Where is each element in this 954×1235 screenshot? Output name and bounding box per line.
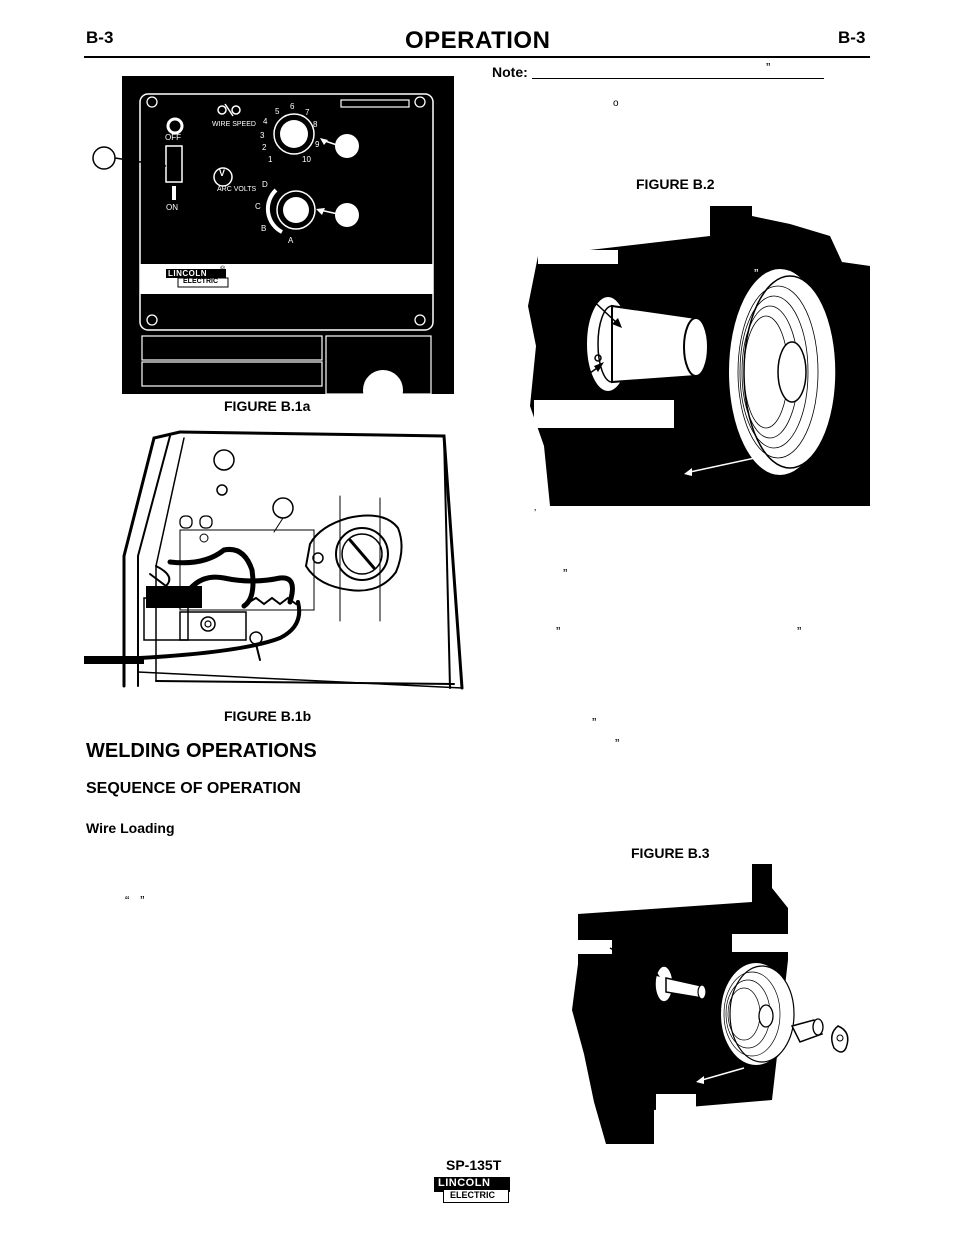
footer-brand-lincoln: LINCOLN [438,1177,491,1189]
wire-speed-label: WIRE SPEED [212,121,256,128]
header-rule [84,56,870,58]
note-degree-mark: o [613,98,619,109]
arc-volts-label: ARC VOLTS [217,186,257,193]
footer-model: SP-135T [446,1157,502,1173]
stray-mark-4: ” [556,624,561,639]
wire-loading-quote-pair: “ ” [125,893,145,908]
stray-mark-6: ” [592,715,597,730]
stray-mark-5: ” [797,624,802,639]
figure-b3-spool-assembly [568,864,849,1144]
wire-speed-tick-1: 1 [268,155,273,164]
stray-mark-3: ” [563,566,568,581]
arc-volts-tick-c: C [255,202,261,211]
wire-speed-tick-10: 10 [302,155,311,164]
figure-b1a-caption: FIGURE B.1a [224,398,311,414]
footer-brand-registered: ® [503,1176,509,1185]
wire-speed-tick-8: 8 [313,120,318,129]
arc-volts-tick-a: A [288,236,294,245]
arc-volts-tick-b: B [261,224,267,233]
wire-speed-tick-5: 5 [275,107,280,116]
figure-b3-caption: FIGURE B.3 [631,845,710,861]
page-title: OPERATION [405,27,551,54]
wire-speed-tick-4: 4 [263,117,268,126]
panel-brand-lincoln: LINCOLN [168,269,208,278]
switch-on-label: ON [166,203,178,212]
wire-speed-tick-7: 7 [305,108,310,117]
note-underline [532,78,824,79]
footer-brand-logo: LINCOLN ELECTRIC ® [434,1176,510,1203]
panel-brand-electric: ELECTRIC [183,278,218,285]
footer-brand-electric: ELECTRIC [450,1190,495,1200]
page-code-left: B-3 [86,28,114,47]
panel-brand-registered: ® [220,266,226,273]
switch-off-label: OFF [165,133,181,142]
figure-b1b-caption: FIGURE B.1b [224,708,312,724]
volt-symbol: V [219,168,226,178]
figure-b1b-wire-drive [84,430,464,690]
wire-speed-tick-6: 6 [290,102,295,111]
wire-speed-tick-2: 2 [262,143,267,152]
heading-welding-operations: WELDING OPERATIONS [86,740,317,762]
wire-speed-tick-3: 3 [260,131,265,140]
heading-sequence-of-operation: SEQUENCE OF OPERATION [86,780,301,797]
figure-b2-caption: FIGURE B.2 [636,176,715,192]
figure-b1a-control-panel [92,76,454,394]
note-label: Note: [492,64,528,80]
note-quote-mark: ” [766,60,771,75]
arc-volts-tick-d: D [262,180,268,189]
wire-speed-tick-9: 9 [315,140,320,149]
heading-wire-loading: Wire Loading [86,820,175,836]
stray-mark-2: ’ [534,508,537,519]
page-code-right: B-3 [838,28,866,47]
figure-b2-mark-1: ” [754,266,759,281]
figure-b2-spool-mounting [528,206,870,506]
stray-mark-7: ” [615,736,620,751]
